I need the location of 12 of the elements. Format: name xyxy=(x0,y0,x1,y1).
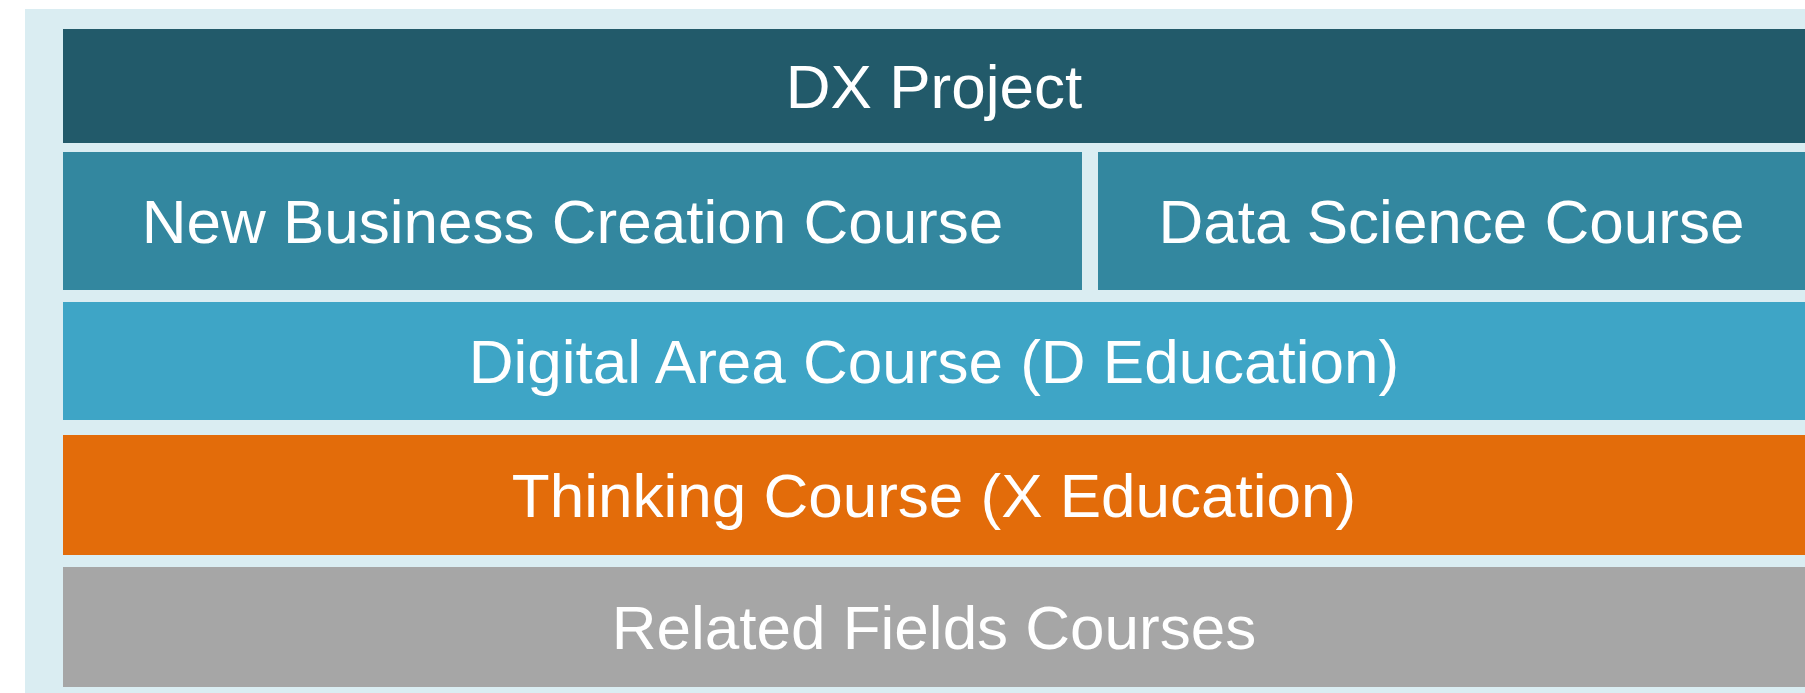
course-box xyxy=(63,302,1805,420)
course-label: New Business Creation Course xyxy=(141,185,1004,257)
course-label: Thinking Course (X Education) xyxy=(511,459,1357,531)
course-box xyxy=(63,435,1805,555)
course-box xyxy=(1098,152,1805,290)
course-label: DX Project xyxy=(785,50,1083,122)
course-box xyxy=(63,29,1805,143)
course-box xyxy=(63,567,1805,687)
course-label: Related Fields Courses xyxy=(611,591,1257,663)
course-label: Data Science Course xyxy=(1158,185,1745,257)
course-box xyxy=(63,152,1082,290)
course-label: Digital Area Course (D Education) xyxy=(468,325,1400,397)
